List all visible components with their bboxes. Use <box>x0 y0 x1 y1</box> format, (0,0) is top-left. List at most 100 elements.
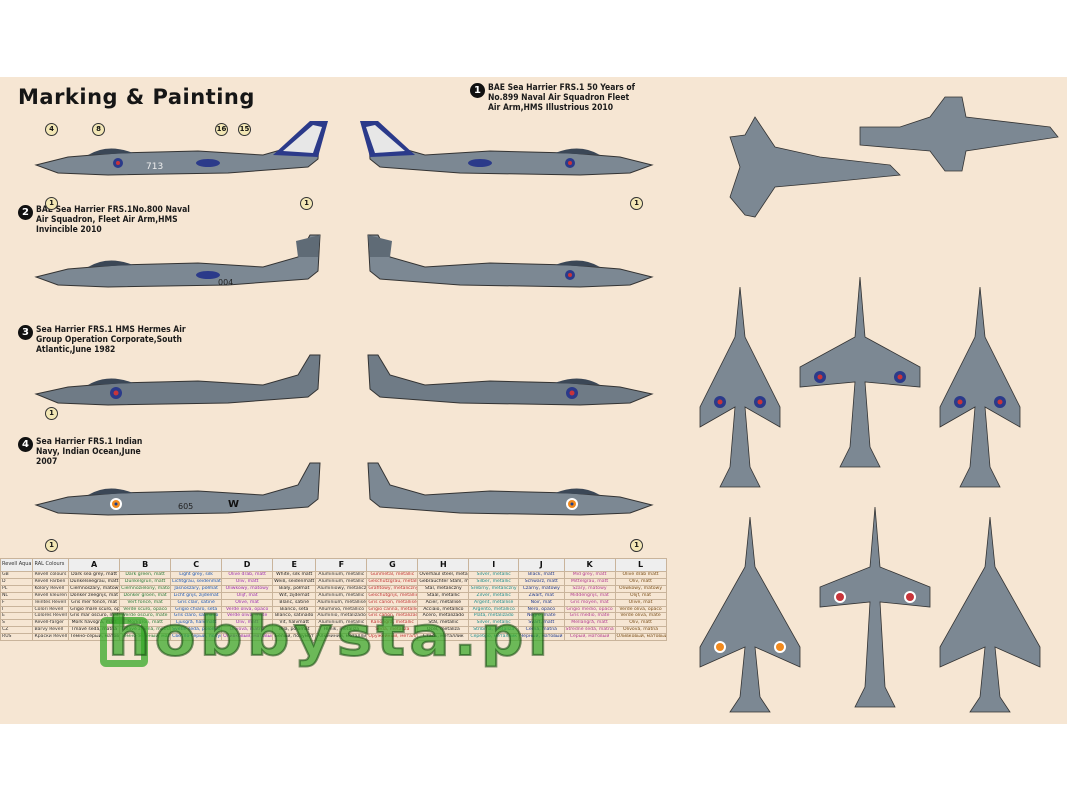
color-code-header: G <box>366 558 419 572</box>
table-cell: Zwart, mat <box>518 591 565 600</box>
table-cell: Overhaul steel, metallic <box>417 571 470 579</box>
variant-number: 1 <box>470 83 485 98</box>
callout-marker: 4 <box>45 123 58 136</box>
table-cell: Gunmetal, metallic <box>366 571 419 579</box>
table-cell: Aluminium, metallic <box>315 571 368 579</box>
variant-1-caption: 1 BAE Sea Harrier FRS.1 50 Years of No.8… <box>470 83 638 113</box>
variant-number: 2 <box>18 205 33 220</box>
table-cell: Gris moyen, mat <box>563 598 616 607</box>
table-cell: Black, matt <box>518 571 565 579</box>
aircraft-code: 605 <box>178 502 193 511</box>
watermark-text: hobbysta.pl <box>107 604 553 669</box>
table-cell: Aluminiowy, metaliczny <box>315 584 368 593</box>
aircraft-side-view-1-right <box>360 121 654 176</box>
table-cell: Szary, matowy <box>563 584 616 593</box>
color-code-header: F <box>315 558 368 572</box>
row-label: Kolory Revell <box>32 584 70 593</box>
table-cell: Olijf, mat <box>221 591 274 600</box>
variant-number: 4 <box>18 437 33 452</box>
aircraft-plan-views <box>699 96 1059 713</box>
color-code-header: D <box>221 558 274 572</box>
table-cell: Olivová, matná <box>614 626 667 635</box>
table-cell: Verde oliva, opaco <box>614 605 667 614</box>
aircraft-side-view-2-left: 004 <box>34 234 321 288</box>
table-header-label: Revell Aqua <box>0 558 34 572</box>
page-title: Marking & Painting <box>18 85 255 109</box>
table-cell: Dark sea grey, matt <box>68 571 121 579</box>
table-cell: Lichtgrau, seidenmatt <box>170 577 223 586</box>
aircraft-code: 004 <box>218 278 233 287</box>
row-label: Revell kleuren <box>32 591 70 600</box>
table-cell: Серебро, металлик <box>468 633 520 642</box>
callout-marker: 1 <box>630 539 643 552</box>
table-cell: Wit, zijdemat <box>272 591 317 600</box>
table-cell: Oliwkowy, matowy <box>614 584 667 593</box>
aircraft-side-view-1-left: 713 <box>34 121 328 176</box>
variant-2-caption: 2 BAE Sea Harrier FRS.1No.800 Naval Air … <box>18 205 196 235</box>
variant-number: 3 <box>18 325 33 340</box>
table-cell: Licht grijs, zijdemat <box>170 591 223 600</box>
table-cell: Stal, metaliczny <box>417 584 470 593</box>
table-cell: White, silk matt <box>272 571 317 579</box>
table-cell: Ciemnozielony, matowy <box>119 584 172 593</box>
color-letter: J <box>539 560 543 569</box>
aircraft-code: W <box>228 499 239 510</box>
table-cell: Light grey, silk <box>170 571 223 579</box>
color-code-header: I <box>468 558 520 572</box>
table-cell: Gebrauchter Stahl, metallic <box>417 577 470 586</box>
table-cell: Aluminium, metallic <box>315 591 368 600</box>
color-letter: F <box>338 560 345 569</box>
callout-marker: 8 <box>92 123 105 136</box>
table-cell: Grigio medio, opaco <box>563 605 616 614</box>
language-code: D <box>0 577 34 586</box>
language-code: GB <box>0 571 34 579</box>
table-cell: Olive drab, matt <box>221 571 274 579</box>
table-cell: Středně šedá, matná <box>563 626 616 635</box>
language-code: I <box>0 605 34 614</box>
table-cell: Schwarz, matt <box>518 577 565 586</box>
callout-marker: 1 <box>45 197 58 210</box>
aircraft-side-view-3-right <box>367 354 654 406</box>
language-code: NL <box>0 591 34 600</box>
callout-marker: 1 <box>45 539 58 552</box>
row-label: Revell Farben <box>32 577 70 586</box>
plan-view-underside-1 <box>729 116 901 218</box>
color-code-header: L <box>614 558 667 572</box>
language-code: RUS <box>0 633 34 642</box>
table-cell: Серый, матовый <box>563 633 616 642</box>
table-cell: Oliwkowy, matowy <box>221 584 274 593</box>
aircraft-side-view-4-right <box>367 462 654 516</box>
table-cell: Oliv, matt <box>614 577 667 586</box>
table-cell: Mid grey, matt <box>563 571 616 579</box>
watermark-logo <box>100 617 148 667</box>
color-code-header: B <box>119 558 172 572</box>
plan-view-underside-2 <box>859 96 1059 172</box>
variant-2-title: BAE Sea Harrier FRS.1No.800 Naval Air Sq… <box>36 205 190 235</box>
row-label: Teintes Revell <box>32 598 70 607</box>
variant-4-caption: 4 Sea Harrier FRS.1 Indian Navy, Indian … <box>18 437 146 467</box>
color-letter: H <box>440 560 447 569</box>
table-cell: Mittelgrau, matt <box>563 577 616 586</box>
table-cell: Jasnoszary, półmat <box>170 584 223 593</box>
table-cell: Staal, metallic <box>417 591 470 600</box>
table-cell: Oliv, matt <box>221 577 274 586</box>
table-cell: Белый, полумат <box>272 633 317 642</box>
table-cell: Dunkelgrün, matt <box>119 577 172 586</box>
variant-3-caption: 3 Sea Harrier FRS.1 HMS Hermes Air Group… <box>18 325 196 355</box>
table-cell: Geschützgrau, metallic <box>366 577 419 586</box>
row-label: Barvy Revell <box>32 626 70 635</box>
table-cell: Dark green, matt <box>119 571 172 579</box>
table-cell: Donker zeegrijs, mat <box>68 591 121 600</box>
table-cell: Ciemnoszary, matowy <box>68 584 121 593</box>
table-cell: Dunkelseegrau, matt <box>68 577 121 586</box>
table-cell: Middengrijs, mat <box>563 591 616 600</box>
table-cell: Biały, półmat <box>272 584 317 593</box>
variant-3-title: Sea Harrier FRS.1 HMS Hermes Air Group O… <box>36 325 186 355</box>
table-cell: Silver, metallic <box>468 571 520 579</box>
